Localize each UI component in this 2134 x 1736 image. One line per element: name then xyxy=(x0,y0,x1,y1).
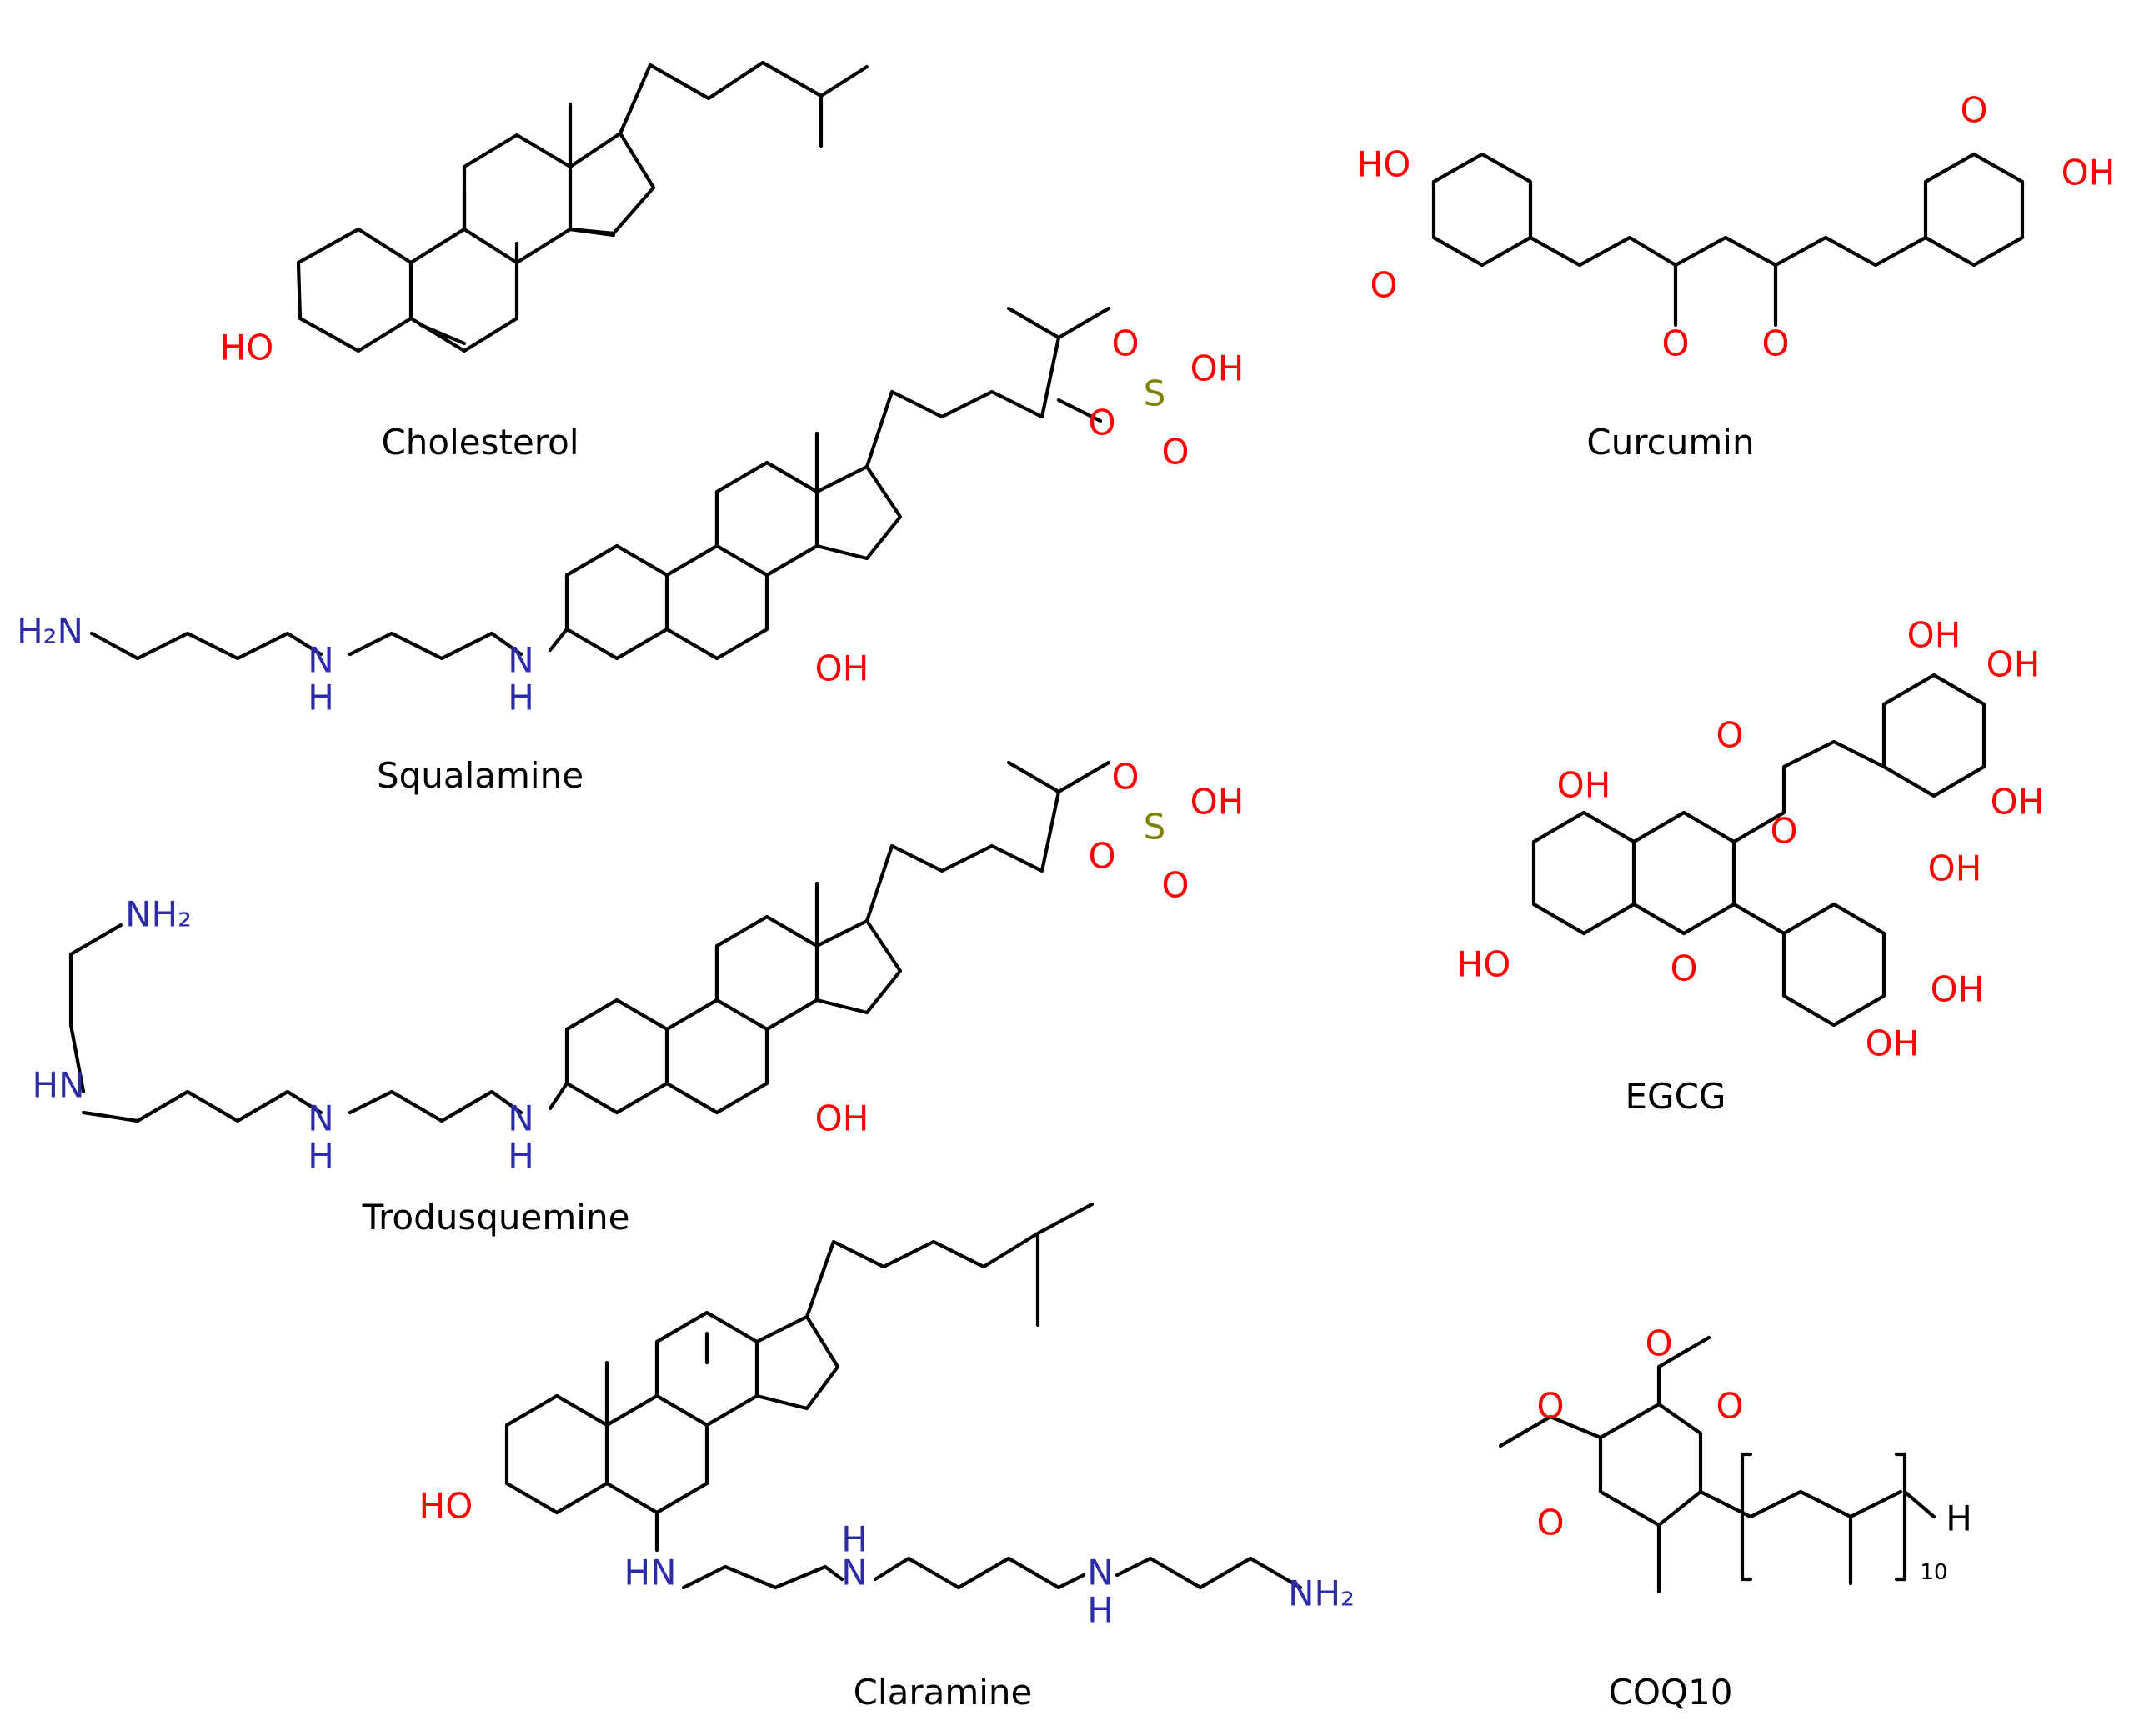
svg-text:10: 10 xyxy=(1920,1560,1947,1585)
trodusquemine-nitrogens: NH₂ HN N H N H xyxy=(33,894,534,1177)
svg-text:OH: OH xyxy=(1866,1023,1920,1064)
caption-egcg: EGCG xyxy=(1626,1076,1726,1117)
svg-text:S: S xyxy=(1144,373,1166,414)
trodusquemine-structure: NH₂ HN N H N H OH O S O OH O xyxy=(33,757,1245,1177)
svg-text:O: O xyxy=(1536,1503,1564,1543)
svg-text:OH: OH xyxy=(1557,765,1611,806)
svg-text:O: O xyxy=(1088,836,1115,877)
svg-text:HO: HO xyxy=(1357,144,1411,185)
claramine-atoms: HO HN H N N H NH₂ xyxy=(419,1486,1355,1631)
svg-text:OH: OH xyxy=(815,1098,869,1139)
svg-text:H: H xyxy=(508,678,534,718)
svg-text:HO: HO xyxy=(220,328,274,368)
svg-text:H: H xyxy=(1087,1590,1114,1631)
svg-text:H: H xyxy=(508,1136,534,1177)
svg-text:O: O xyxy=(1670,948,1697,989)
svg-text:OH: OH xyxy=(2061,153,2116,193)
svg-text:O: O xyxy=(1111,323,1139,364)
svg-text:H: H xyxy=(308,678,334,718)
svg-text:HO: HO xyxy=(419,1486,473,1527)
svg-text:O: O xyxy=(1111,757,1139,798)
coq10-atoms: O O O O H 10 xyxy=(1536,1323,1971,1586)
svg-text:OH: OH xyxy=(1907,615,1961,656)
svg-text:H₂N: H₂N xyxy=(17,611,83,652)
caption-cholesterol: Cholesterol xyxy=(381,422,579,463)
claramine-structure: HO HN H N N H NH₂ xyxy=(419,1202,1355,1631)
egcg-oxygens: OH HO O O O OH OH OH OH OH OH xyxy=(1457,615,2045,1064)
caption-coq10: COQ10 xyxy=(1609,1672,1733,1713)
caption-squalamine: Squalamine xyxy=(377,755,584,796)
svg-text:OH: OH xyxy=(815,648,869,689)
svg-text:N: N xyxy=(841,1553,867,1593)
svg-text:O: O xyxy=(1370,265,1397,306)
svg-text:O: O xyxy=(1770,811,1797,852)
svg-text:H: H xyxy=(1946,1498,1972,1539)
svg-text:NH₂: NH₂ xyxy=(1288,1573,1355,1614)
caption-claramine: Claramine xyxy=(854,1672,1033,1713)
svg-text:OH: OH xyxy=(1986,644,2041,685)
svg-text:OH: OH xyxy=(1991,782,2045,823)
squalamine-structure: H₂N N H N H OH O S O OH O xyxy=(17,306,1245,718)
svg-text:O: O xyxy=(1960,90,1987,131)
svg-text:HN: HN xyxy=(624,1553,677,1593)
svg-text:OH: OH xyxy=(1928,848,1982,889)
coq10-structure: O O O O H 10 xyxy=(1498,1323,1972,1594)
svg-text:N: N xyxy=(508,640,534,681)
svg-text:O: O xyxy=(1716,715,1743,756)
svg-text:N: N xyxy=(508,1098,534,1139)
squalamine-nitrogens: H₂N N H N H xyxy=(17,611,534,718)
svg-text:O: O xyxy=(1645,1323,1672,1364)
svg-text:HO: HO xyxy=(1457,944,1511,985)
squalamine-sulfate: OH O S O OH O xyxy=(815,323,1245,689)
svg-text:HN: HN xyxy=(33,1065,85,1106)
trodusquemine-sulfate: OH O S O OH O xyxy=(815,757,1245,1139)
svg-text:O: O xyxy=(1761,323,1789,364)
curcumin-oxygens: HO O O O O OH xyxy=(1357,90,2116,364)
cholesterol-structure: HO xyxy=(220,60,869,368)
svg-text:O: O xyxy=(1088,403,1115,443)
caption-trodusquemine: Trodusquemine xyxy=(362,1197,630,1238)
svg-text:N: N xyxy=(308,1098,333,1139)
curcumin-structure: HO O O O O OH xyxy=(1357,90,2116,364)
svg-text:O: O xyxy=(1536,1386,1564,1427)
svg-text:O: O xyxy=(1661,323,1689,364)
svg-text:H: H xyxy=(308,1136,334,1177)
svg-text:NH₂: NH₂ xyxy=(125,894,192,935)
svg-text:S: S xyxy=(1144,807,1166,848)
svg-text:N: N xyxy=(308,640,333,681)
svg-text:OH: OH xyxy=(1190,782,1245,823)
svg-text:H: H xyxy=(841,1519,868,1560)
caption-curcumin: Curcumin xyxy=(1586,422,1754,463)
cholesterol-hydroxyl: HO xyxy=(220,328,274,368)
svg-text:O: O xyxy=(1161,865,1189,906)
svg-text:OH: OH xyxy=(1190,348,1245,389)
egcg-structure: OH HO O O O OH OH OH OH OH OH xyxy=(1457,615,2045,1064)
svg-text:N: N xyxy=(1087,1553,1113,1593)
svg-text:O: O xyxy=(1716,1386,1743,1427)
svg-text:O: O xyxy=(1161,432,1189,473)
svg-text:OH: OH xyxy=(1931,969,1985,1010)
